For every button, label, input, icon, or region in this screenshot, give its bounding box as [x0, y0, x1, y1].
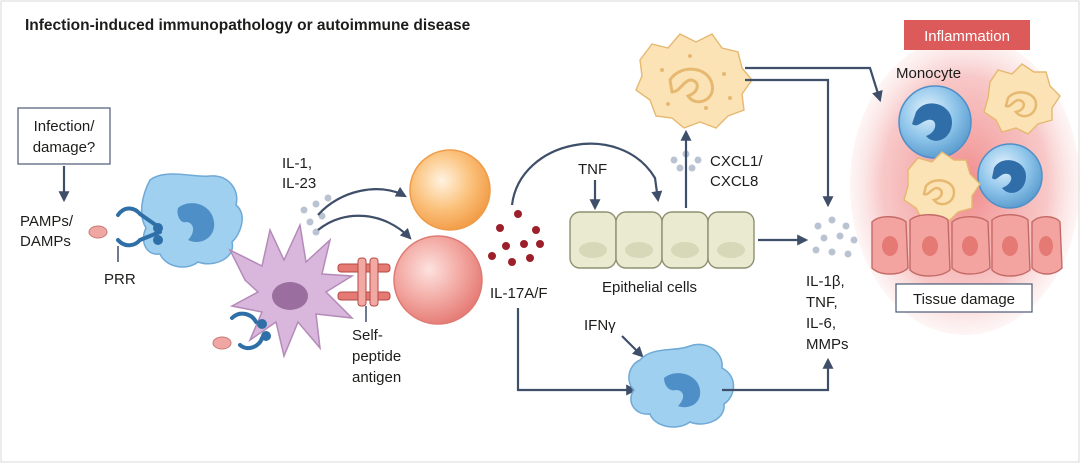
epithelial-label: Epithelial cells	[602, 279, 697, 296]
inflammation-badge: Inflammation	[904, 20, 1030, 50]
prr-receptor	[116, 206, 163, 262]
macrophage-cell	[140, 173, 243, 268]
prr-label: PRR	[104, 271, 136, 288]
arrow-macrophage-to-cytokines	[722, 357, 834, 392]
pamps-label-line2: DAMPs	[20, 233, 71, 250]
tissue-damage-box: Tissue damage	[895, 283, 1033, 313]
cytokine-out-line2: TNF,	[806, 294, 838, 311]
neutrophil-inflammation-2	[903, 151, 981, 223]
arrow-il17-to-epithelium	[510, 142, 663, 206]
ifng-label: IFNγ	[584, 317, 616, 334]
macrophage-bottom	[628, 343, 735, 428]
tcr-mhc-complex	[337, 257, 391, 322]
pink-t-cell	[393, 235, 483, 325]
arrow-to-orange-tcell	[317, 186, 407, 216]
arrow-to-pink-tcell	[317, 214, 412, 240]
self-peptide-label-line2: peptide	[352, 348, 401, 365]
monocyte-1	[898, 85, 972, 159]
output-cytokine-dots	[812, 216, 858, 258]
damaged-tissue-cells	[871, 214, 1063, 277]
cytokine-out-line1: IL-1β,	[806, 273, 845, 290]
arrow-neutrophil-to-cytokines	[745, 78, 834, 208]
infection-damage-box: Infection/ damage?	[17, 107, 111, 165]
infection-label-line1: Infection/	[34, 118, 96, 135]
cxcl8-label: CXCL8	[710, 173, 758, 190]
cxcl-cytokine-dots	[670, 150, 702, 172]
self-peptide-label-line3: antigen	[352, 369, 401, 386]
il1-label: IL-1,	[282, 155, 312, 172]
self-peptide-label-line1: Self-	[352, 327, 383, 344]
orange-t-cell	[409, 149, 491, 231]
neutrophil-inflammation-1	[983, 63, 1061, 135]
inflammation-label: Inflammation	[924, 28, 1010, 45]
arrow-ifng-to-macrophage	[621, 335, 644, 358]
il23-label: IL-23	[282, 175, 316, 192]
il17-label: IL-17A/F	[490, 285, 548, 302]
cxcl1-label: CXCL1/	[710, 153, 763, 170]
tnf-label: TNF	[578, 161, 607, 178]
pamp-molecule-2	[212, 336, 232, 350]
pamps-label-line1: PAMPs/	[20, 213, 74, 230]
tissue-damage-label: Tissue damage	[913, 291, 1015, 308]
figure-title: Infection-induced immunopathology or aut…	[25, 17, 471, 34]
cytokine-out-line3: IL-6,	[806, 315, 836, 332]
monocyte-2	[977, 143, 1043, 209]
monocyte-label: Monocyte	[896, 65, 961, 82]
dendritic-receptor	[230, 311, 271, 350]
il1-il23-cytokine-dots	[300, 194, 332, 236]
arrow-neutrophil-to-inflammation	[745, 66, 883, 103]
cytokine-out-line4: MMPs	[806, 336, 849, 353]
epithelial-cells	[569, 211, 755, 269]
pamp-molecule	[88, 225, 108, 239]
infection-label-line2: damage?	[33, 139, 96, 156]
arrow-il17-to-macrophage	[516, 308, 638, 396]
il17-cytokine-dots	[488, 210, 544, 266]
neutrophil-top	[635, 33, 753, 129]
